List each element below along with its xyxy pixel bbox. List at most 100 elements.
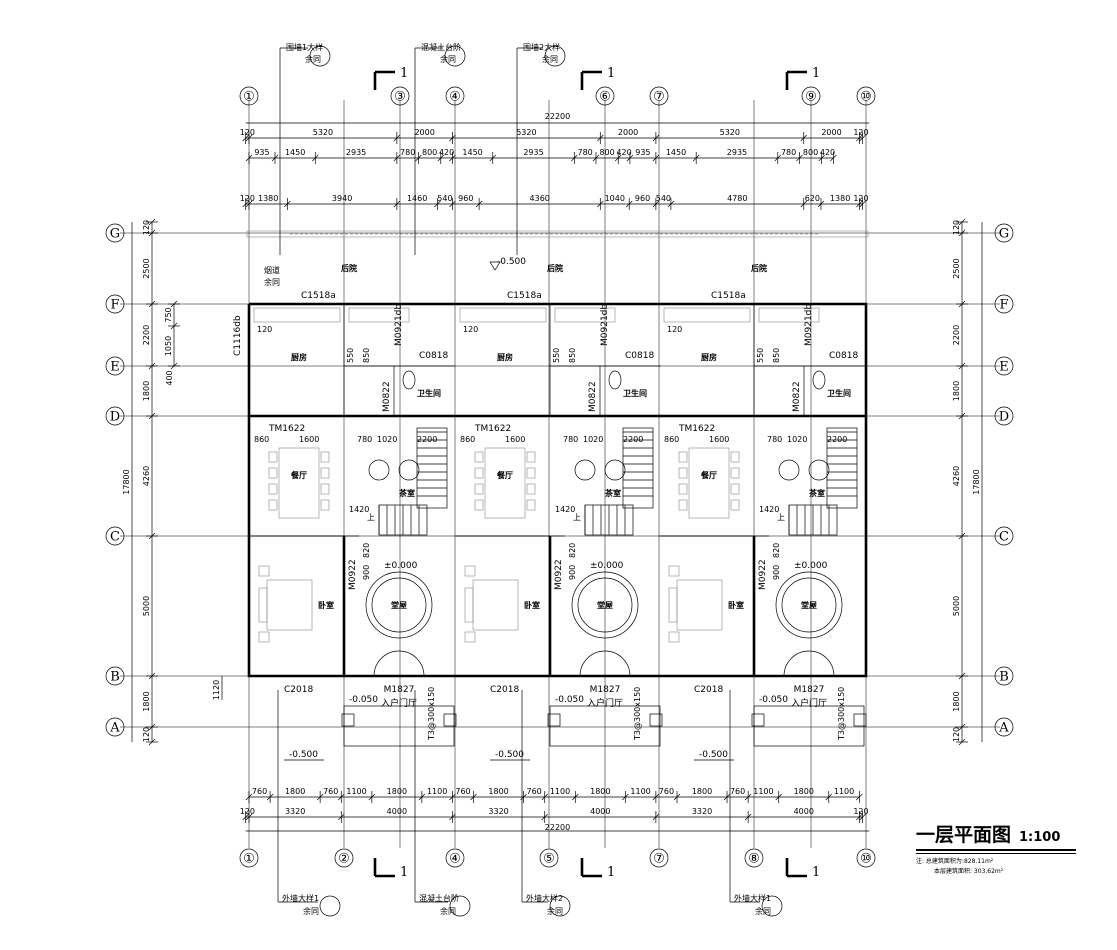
dining-chair: [678, 499, 688, 511]
axis-label-bottom: ⑩: [860, 852, 872, 867]
dim-top-row2-value: 800: [422, 148, 437, 157]
round-table-chairs: [571, 571, 639, 639]
elevation-floor: ±0.000: [384, 561, 418, 571]
axis-label-top-circle: [801, 86, 821, 106]
axis-label-left: G: [110, 227, 120, 242]
room-label-kitchen: 厨房: [701, 352, 717, 362]
door-swing: [398, 650, 425, 677]
axis-label-left-circle: [105, 406, 125, 426]
dining-table: [688, 447, 730, 519]
stair-mark: 上: [777, 513, 785, 522]
axis-label-right: A: [998, 721, 1009, 736]
chimney-note: 余同: [264, 277, 280, 287]
door-label-sliding: TM1622: [678, 424, 715, 434]
dim-bottom-row1-value: 1100: [550, 787, 570, 796]
dim-bottom-row2-value: 3320: [488, 807, 508, 816]
room-dim: 780: [563, 435, 578, 444]
stair-mark: 上: [367, 513, 375, 522]
window-label-rear: C1518a: [301, 291, 336, 301]
window-label-kitchen: C0818: [829, 351, 858, 361]
dim-top-row2-value: 1450: [666, 148, 686, 157]
door-label-main: M1827: [794, 685, 825, 695]
dim-top-row1-value: 120: [240, 128, 255, 137]
elevation-outdoor: -0.500: [495, 750, 524, 760]
dining-chair: [526, 451, 536, 463]
bed-headboard: [258, 587, 268, 623]
callout-text: 外墙大样1: [734, 893, 771, 903]
dim-right-value: 1800: [952, 381, 961, 401]
dining-chair: [526, 499, 536, 511]
axis-label-left-circle: [105, 717, 125, 737]
dim-top-row2-value: 1450: [462, 148, 482, 157]
room-dim: 120: [463, 325, 478, 334]
toilet: [608, 370, 622, 390]
dim-bottom-row2-value: 4000: [590, 807, 610, 816]
axis-label-top: ⑦: [653, 90, 665, 105]
rear-yard-wall: [246, 230, 869, 238]
dim-bottom-row1-value: 760: [323, 787, 338, 796]
callout-sub: 余同: [303, 906, 319, 916]
room-dim: 1600: [299, 435, 319, 444]
dim-left-misc: 1120: [212, 680, 221, 700]
room-label-bathroom: 卫生间: [623, 388, 647, 398]
dim-bottom-row1-value: 760: [252, 787, 267, 796]
door-label-sliding: TM1622: [474, 424, 511, 434]
dim-bottom-row1-value: 1100: [753, 787, 773, 796]
axis-label-left: F: [110, 298, 119, 313]
callout-sub: 余同: [305, 54, 321, 64]
toilet: [402, 370, 416, 390]
dining-chair: [320, 467, 330, 479]
axis-label-top-circle: [445, 86, 465, 106]
axis-label-right: G: [999, 227, 1009, 242]
dim-left-value: 120: [142, 220, 151, 235]
dim-right-total: 17800: [972, 469, 981, 494]
elevation-floor: ±0.000: [590, 561, 624, 571]
room-label-dining: 餐厅: [290, 470, 307, 480]
callout-text: 外墙大样2: [526, 893, 563, 903]
room-label-dining: 餐厅: [700, 470, 717, 480]
axis-label-bottom-circle: [539, 848, 559, 868]
callout-sub: 余同: [440, 906, 456, 916]
dining-chair: [320, 499, 330, 511]
room-dim: 1420: [759, 505, 779, 514]
axis-label-top-circle: [856, 86, 876, 106]
dim-right-value: 2200: [952, 325, 961, 345]
door-swing: [373, 650, 400, 677]
door-swing: [808, 650, 835, 677]
dim-bottom-row1-value: 1100: [346, 787, 366, 796]
axis-label-bottom-circle: [649, 848, 669, 868]
dining-chair: [474, 451, 484, 463]
axis-label-bottom-circle: [239, 848, 259, 868]
room-dim: 1020: [377, 435, 397, 444]
callout-text: 围墙1大样: [286, 42, 323, 52]
dining-chair: [678, 467, 688, 479]
section-mark-label: 1: [400, 66, 408, 81]
window-label-front: C2018: [490, 685, 519, 695]
callout-text: 外墙大样1: [282, 893, 319, 903]
dim-top-row3-value: 4360: [530, 194, 550, 203]
dim-top-row1-value: 120: [853, 128, 868, 137]
dining-chair: [474, 467, 484, 479]
elevation-entry: -0.050: [555, 695, 584, 705]
door-label-bedroom: M0922: [554, 559, 564, 590]
dim-top-row3-value: 1460: [407, 194, 427, 203]
axis-label-left: B: [110, 670, 120, 685]
dim-top-row2-value: 420: [439, 148, 454, 157]
axis-label-bottom-circle: [856, 848, 876, 868]
door-swing: [579, 650, 606, 677]
axis-label-bottom: ⑧: [748, 852, 760, 867]
axis-label-bottom: ②: [338, 852, 350, 867]
axis-label-right-circle: [994, 223, 1014, 243]
door-label-bedroom: M0922: [758, 559, 768, 590]
axis-label-right-circle: [994, 356, 1014, 376]
door-label-main: M1827: [590, 685, 621, 695]
vent-label: T3@300x150: [837, 687, 846, 741]
door-label-kitchen: M0921db: [804, 304, 814, 346]
callout-sub: 余同: [440, 54, 456, 64]
room-dim: 860: [460, 435, 475, 444]
tea-set: [368, 459, 390, 481]
window-label-front: C2018: [694, 685, 723, 695]
dim-left-total: 17800: [122, 469, 131, 494]
dim-bottom-row1-value: 1800: [488, 787, 508, 796]
room-dim: 850: [362, 348, 371, 363]
